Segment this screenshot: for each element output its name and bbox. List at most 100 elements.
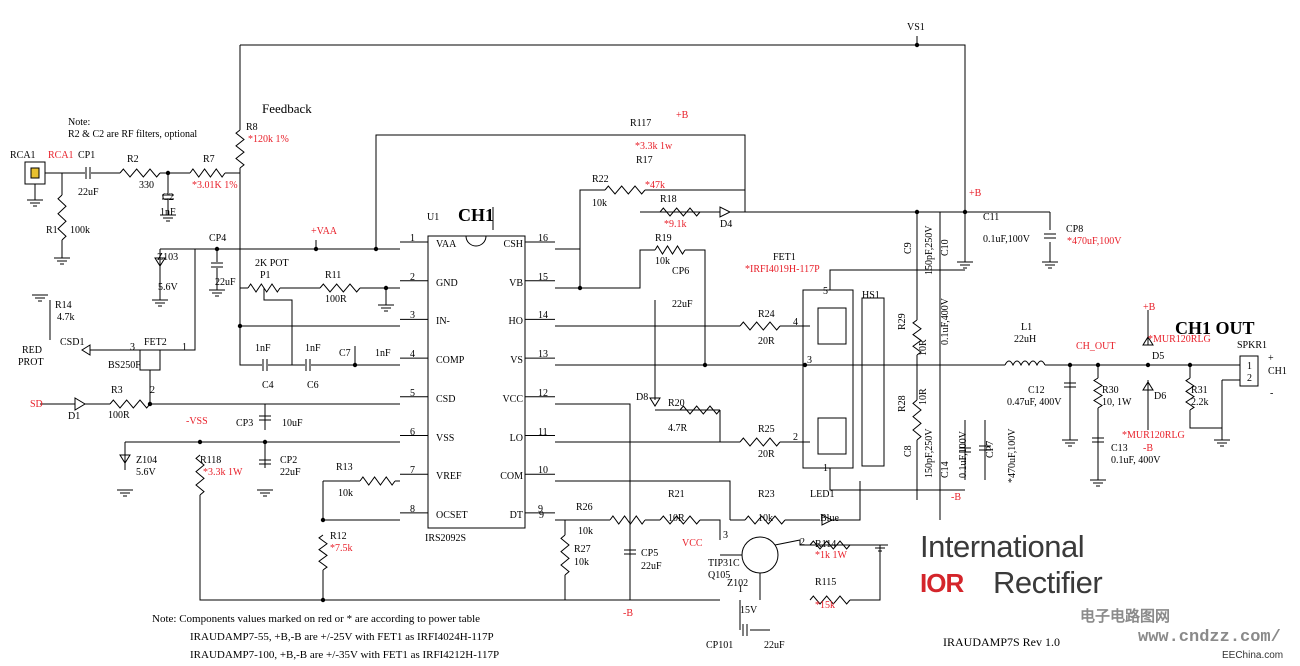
label-b-plus-c11: +B [969, 188, 982, 199]
label-ch-out: CH_OUT [1076, 341, 1116, 352]
label-z104-val: 5.6V [136, 467, 156, 478]
label-r118: R118 [200, 455, 222, 466]
label-led1: LED1 [810, 489, 835, 500]
logo-ior-mark: IOR [920, 568, 964, 598]
label-r24-val: 20R [758, 336, 775, 347]
label-fet2: FET2 [144, 337, 167, 348]
label-l1: L1 [1021, 322, 1033, 333]
label-c12-val: 0.47uF, 400V [1007, 397, 1062, 408]
ic-pin-name: DT [509, 509, 523, 521]
label-r22-val: 10k [592, 198, 607, 209]
label-r26-val: 10k [578, 526, 593, 537]
label-r27: R27 [574, 544, 591, 555]
label-sd: SD [30, 399, 43, 410]
label-r18-val: *9.1k [664, 219, 687, 230]
ic-pin-number: 3 [410, 310, 415, 322]
label-vss-net: -VSS [186, 416, 208, 427]
label-l1-val: 22uH [1014, 334, 1037, 345]
label-r11-val: 100R [325, 294, 347, 305]
label-vaa: +VAA [311, 226, 338, 237]
label-c7: C7 [339, 348, 351, 359]
label-cp6: CP6 [672, 266, 690, 277]
label-r17: R17 [636, 155, 653, 166]
label-c13: C13 [1111, 443, 1128, 454]
label-c13-val: 0.1uF, 400V [1111, 455, 1161, 466]
label-cp1: CP1 [78, 150, 96, 161]
label-minus-sign: - [1270, 388, 1274, 399]
label-fet1-val: *IRFI4019H-117P [745, 264, 820, 275]
ic-pin-name: CSD [436, 393, 456, 405]
label-led1-val: Blue [820, 513, 839, 524]
label-vcc: VCC [682, 538, 703, 549]
label-c8: C8 [903, 445, 914, 457]
ic-ref: U1 [427, 212, 440, 223]
label-c10: C10 [940, 239, 951, 256]
label-b-minus-mid: -B [951, 492, 961, 503]
label-r14: R14 [55, 300, 72, 311]
label-d6-val: *MUR120RLG [1122, 430, 1185, 441]
ic-pin-name: OCSET [436, 509, 468, 521]
label-c4-val: 1nF [255, 343, 271, 354]
label-c4: C4 [262, 380, 274, 391]
label-r18: R18 [660, 194, 677, 205]
label-z102-val: 15V [740, 605, 758, 616]
label-r21-val: 10R [668, 513, 685, 524]
label-rca-conn: RCA1 [10, 150, 36, 161]
ic-pin-number: 11 [538, 426, 548, 438]
label-c14-val: 0.1uF,100V [958, 431, 969, 478]
label-fet1-p2: 2 [793, 432, 798, 443]
ic-pin-number: 1 [410, 233, 415, 244]
ic-pin-number: 8 [410, 503, 415, 515]
label-q-p3: 3 [723, 530, 728, 541]
note-rf-line-1: Note: [68, 117, 91, 128]
bottom-note-line-2: IRAUDAMP7-55, +B,-B are +/-25V with FET1… [190, 631, 494, 643]
label-pin-9: 9 [539, 510, 544, 521]
label-z102: Z102 [727, 578, 749, 589]
label-r31: R31 [1191, 385, 1208, 396]
label-r19-val: 10k [655, 256, 670, 267]
ic-pin-name: VREF [436, 471, 462, 483]
ic-pin-name: VB [509, 277, 523, 289]
label-c6: C6 [307, 380, 319, 391]
label-cp3: CP3 [236, 418, 254, 429]
label-fet2-p2: 2 [150, 385, 155, 396]
label-r13: R13 [336, 462, 353, 473]
ic-pin-name: VAA [436, 239, 457, 250]
label-r2-val: 330 [139, 180, 154, 191]
note-rf-line-2: R2 & C2 are RF filters, optional [68, 129, 198, 140]
label-cp2-val: 22uF [280, 467, 301, 478]
label-r114: R114 [815, 539, 837, 550]
label-r8-val: *120k 1% [248, 134, 289, 145]
bottom-note-line-3: IRAUDAMP7-100, +B,-B are +/-35V with FET… [190, 649, 500, 661]
ic-pin-name: CSH [503, 239, 523, 250]
output-title: CH1 OUT [1175, 318, 1255, 338]
label-r115: R115 [815, 577, 837, 588]
ic-pin-number: 9 [538, 503, 543, 515]
label-q-p2: 2 [800, 537, 805, 548]
label-csd1: CSD1 [60, 337, 85, 348]
label-r12-val: *7.5k [330, 543, 353, 554]
watermark-url: www.cndzz.com/ [1138, 628, 1281, 647]
label-d6: D6 [1154, 391, 1167, 402]
ic-pin-name: HO [508, 316, 523, 328]
label-ch1-side: CH1 [1268, 366, 1287, 377]
ic-pin-number: 7 [410, 465, 415, 477]
label-r114-val: *1k 1W [815, 550, 847, 561]
label-d4: D4 [720, 219, 733, 230]
label-cp6-val: 22uF [672, 299, 693, 310]
label-r118-val: *3.3k 1W [203, 467, 243, 478]
label-r3-val: 100R [108, 410, 130, 421]
label-rca-net: RCA1 [48, 150, 74, 161]
label-fet2-val: BS250F [108, 360, 141, 371]
label-b-plus-d5: +B [1143, 302, 1156, 313]
label-r7-val: *3.01K 1% [192, 180, 238, 191]
channel-title: CH1 [458, 205, 494, 225]
label-r3: R3 [111, 385, 123, 396]
label-r26: R26 [576, 502, 593, 513]
label-r24: R24 [758, 309, 775, 320]
label-pot: 2K POT [255, 258, 289, 269]
label-spkr-p1: 1 [1247, 361, 1252, 372]
label-c11-val: 0.1uF,100V [983, 234, 1030, 245]
label-fet1-p4: 4 [793, 317, 798, 328]
label-cp8-val: *470uF,100V [1067, 236, 1122, 247]
